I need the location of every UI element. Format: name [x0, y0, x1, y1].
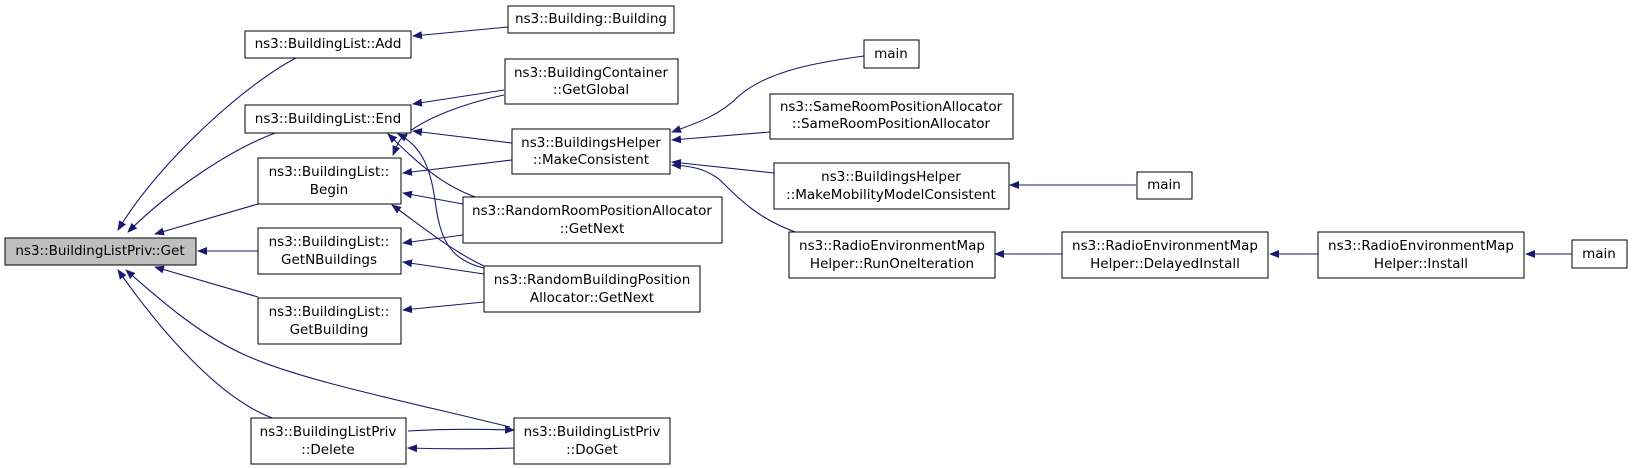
edge-rbpa-to-getn: [402, 259, 485, 275]
node-label: main: [874, 46, 908, 62]
edge-srpa-to-bhmc: [671, 131, 771, 144]
edge-add-to-get: [117, 55, 301, 231]
node-label-line1: ns3::BuildingList::: [269, 234, 390, 250]
node-radio-environment-map-delayedinstall[interactable]: ns3::RadioEnvironmentMap Helper::Delayed…: [1061, 231, 1269, 279]
node-same-room-position-allocator[interactable]: ns3::SameRoomPositionAllocator ::SameRoo…: [769, 93, 1014, 140]
node-main-2[interactable]: main: [1136, 171, 1193, 200]
node-label-line1: ns3::BuildingsHelper: [521, 135, 661, 151]
node-label: ns3::BuildingList::End: [255, 111, 401, 127]
edge-getb-to-get: [154, 265, 259, 298]
edge-doget-to-delete: [407, 444, 515, 453]
edge-bhmmmc-to-bhmc: [671, 158, 775, 174]
node-label-line2: Begin: [310, 182, 348, 198]
node-label-line1: ns3::BuildingListPriv: [524, 424, 661, 440]
edge-rrpa-to-begin: [402, 190, 464, 205]
edge-rbpa-to-begin: [391, 204, 485, 267]
node-building-list-begin[interactable]: ns3::BuildingList:: Begin: [257, 157, 402, 205]
node-label-line2: Helper::DelayedInstall: [1090, 256, 1240, 272]
edge-main1-to-bhmc: [671, 55, 865, 133]
node-buildings-helper-makemobilitymodelconsistent[interactable]: ns3::BuildingsHelper ::MakeMobilityModel…: [773, 162, 1010, 210]
node-label: main: [1147, 177, 1181, 193]
edge-end-to-get: [127, 132, 276, 233]
node-label-line2: Helper::RunOneIteration: [810, 256, 974, 272]
node-label-line2: ::GetGlobal: [553, 82, 629, 98]
node-random-building-position-allocator-getnext[interactable]: ns3::RandomBuildingPosition Allocator::G…: [483, 265, 701, 313]
edge-bcont-to-begin-b: [399, 94, 505, 141]
edge-bhmc-to-end: [412, 128, 513, 144]
node-building-list-priv-doget[interactable]: ns3::BuildingListPriv ::DoGet: [513, 417, 671, 465]
node-label-line1: ns3::RandomBuildingPosition: [494, 272, 691, 288]
node-label-line2: ::DoGet: [566, 442, 618, 458]
node-label-line1: ns3::BuildingListPriv: [260, 424, 397, 440]
node-random-room-position-allocator-getnext[interactable]: ns3::RandomRoomPositionAllocator ::GetNe…: [462, 196, 723, 244]
node-label-line2: GetBuilding: [290, 322, 369, 338]
node-building-container-getglobal[interactable]: ns3::BuildingContainer ::GetGlobal: [504, 58, 679, 105]
node-label-line1: ns3::RadioEnvironmentMap: [799, 238, 985, 254]
node-label: ns3::BuildingListPriv::Get: [15, 243, 184, 259]
edge-delete-to-get: [117, 269, 276, 420]
node-main-3[interactable]: main: [1571, 239, 1628, 269]
nodes-layer: ns3::BuildingListPriv::Get ns3::Building…: [4, 5, 1628, 465]
edges-layer: [117, 26, 1572, 453]
edge-bcont-to-end-b: [392, 139, 401, 156]
node-label-line2: Allocator::GetNext: [530, 290, 654, 306]
node-building-list-add[interactable]: ns3::BuildingList::Add: [244, 30, 412, 59]
node-label-line1: ns3::BuildingList::: [269, 304, 390, 320]
edge-remroi-to-bhmc: [671, 161, 799, 234]
edge-rbpa-to-end: [397, 133, 485, 269]
node-building-list-getbuilding[interactable]: ns3::BuildingList:: GetBuilding: [257, 297, 402, 345]
node-building-list-end[interactable]: ns3::BuildingList::End: [244, 104, 412, 134]
node-label: ns3::Building::Building: [515, 11, 667, 27]
node-label-line2: ::GetNext: [560, 221, 625, 237]
node-label-line2: ::MakeConsistent: [533, 152, 649, 168]
node-label-line2: Helper::Install: [1374, 256, 1468, 272]
node-building-list-getnbuildings[interactable]: ns3::BuildingList:: GetNBuildings: [257, 227, 402, 275]
node-building-list-priv-delete[interactable]: ns3::BuildingListPriv ::Delete: [250, 417, 407, 465]
edge-rrpa-to-getn: [402, 234, 464, 246]
node-label-line1: ns3::RadioEnvironmentMap: [1328, 238, 1514, 254]
node-label: ns3::BuildingList::Add: [255, 36, 402, 52]
node-label-line1: ns3::BuildingList::: [269, 164, 390, 180]
node-buildings-helper-makeconsistent[interactable]: ns3::BuildingsHelper ::MakeConsistent: [511, 128, 671, 175]
node-label-line1: ns3::RadioEnvironmentMap: [1072, 238, 1258, 254]
node-radio-environment-map-install[interactable]: ns3::RadioEnvironmentMap Helper::Install: [1317, 231, 1525, 279]
edge-rbpa-to-getb: [402, 301, 485, 314]
node-label: main: [1582, 246, 1616, 262]
edge-begin-to-get: [154, 203, 259, 236]
node-label-line2: ::SameRoomPositionAllocator: [792, 116, 991, 132]
node-label-line1: ns3::BuildingContainer: [514, 65, 668, 81]
node-label-line2: GetNBuildings: [281, 252, 377, 268]
edge-doget-to-get: [125, 269, 511, 428]
node-radio-environment-map-runoneiteration[interactable]: ns3::RadioEnvironmentMap Helper::RunOneI…: [788, 231, 996, 279]
node-label-line2: ::Delete: [301, 442, 354, 458]
node-label-line1: ns3::RandomRoomPositionAllocator: [472, 203, 712, 219]
edge-bhmc-to-begin: [402, 159, 513, 176]
node-building-list-priv-get[interactable]: ns3::BuildingListPriv::Get: [4, 237, 197, 266]
edge-building-to-add: [412, 26, 509, 40]
edge-delete-to-doget: [407, 425, 515, 434]
edge-bcont-to-end: [412, 89, 505, 107]
node-label-line1: ns3::SameRoomPositionAllocator: [780, 99, 1003, 115]
node-building-building[interactable]: ns3::Building::Building: [507, 5, 675, 34]
node-label-line1: ns3::BuildingsHelper: [821, 169, 961, 185]
node-label-line2: ::MakeMobilityModelConsistent: [786, 187, 996, 203]
node-main-1[interactable]: main: [863, 39, 920, 69]
